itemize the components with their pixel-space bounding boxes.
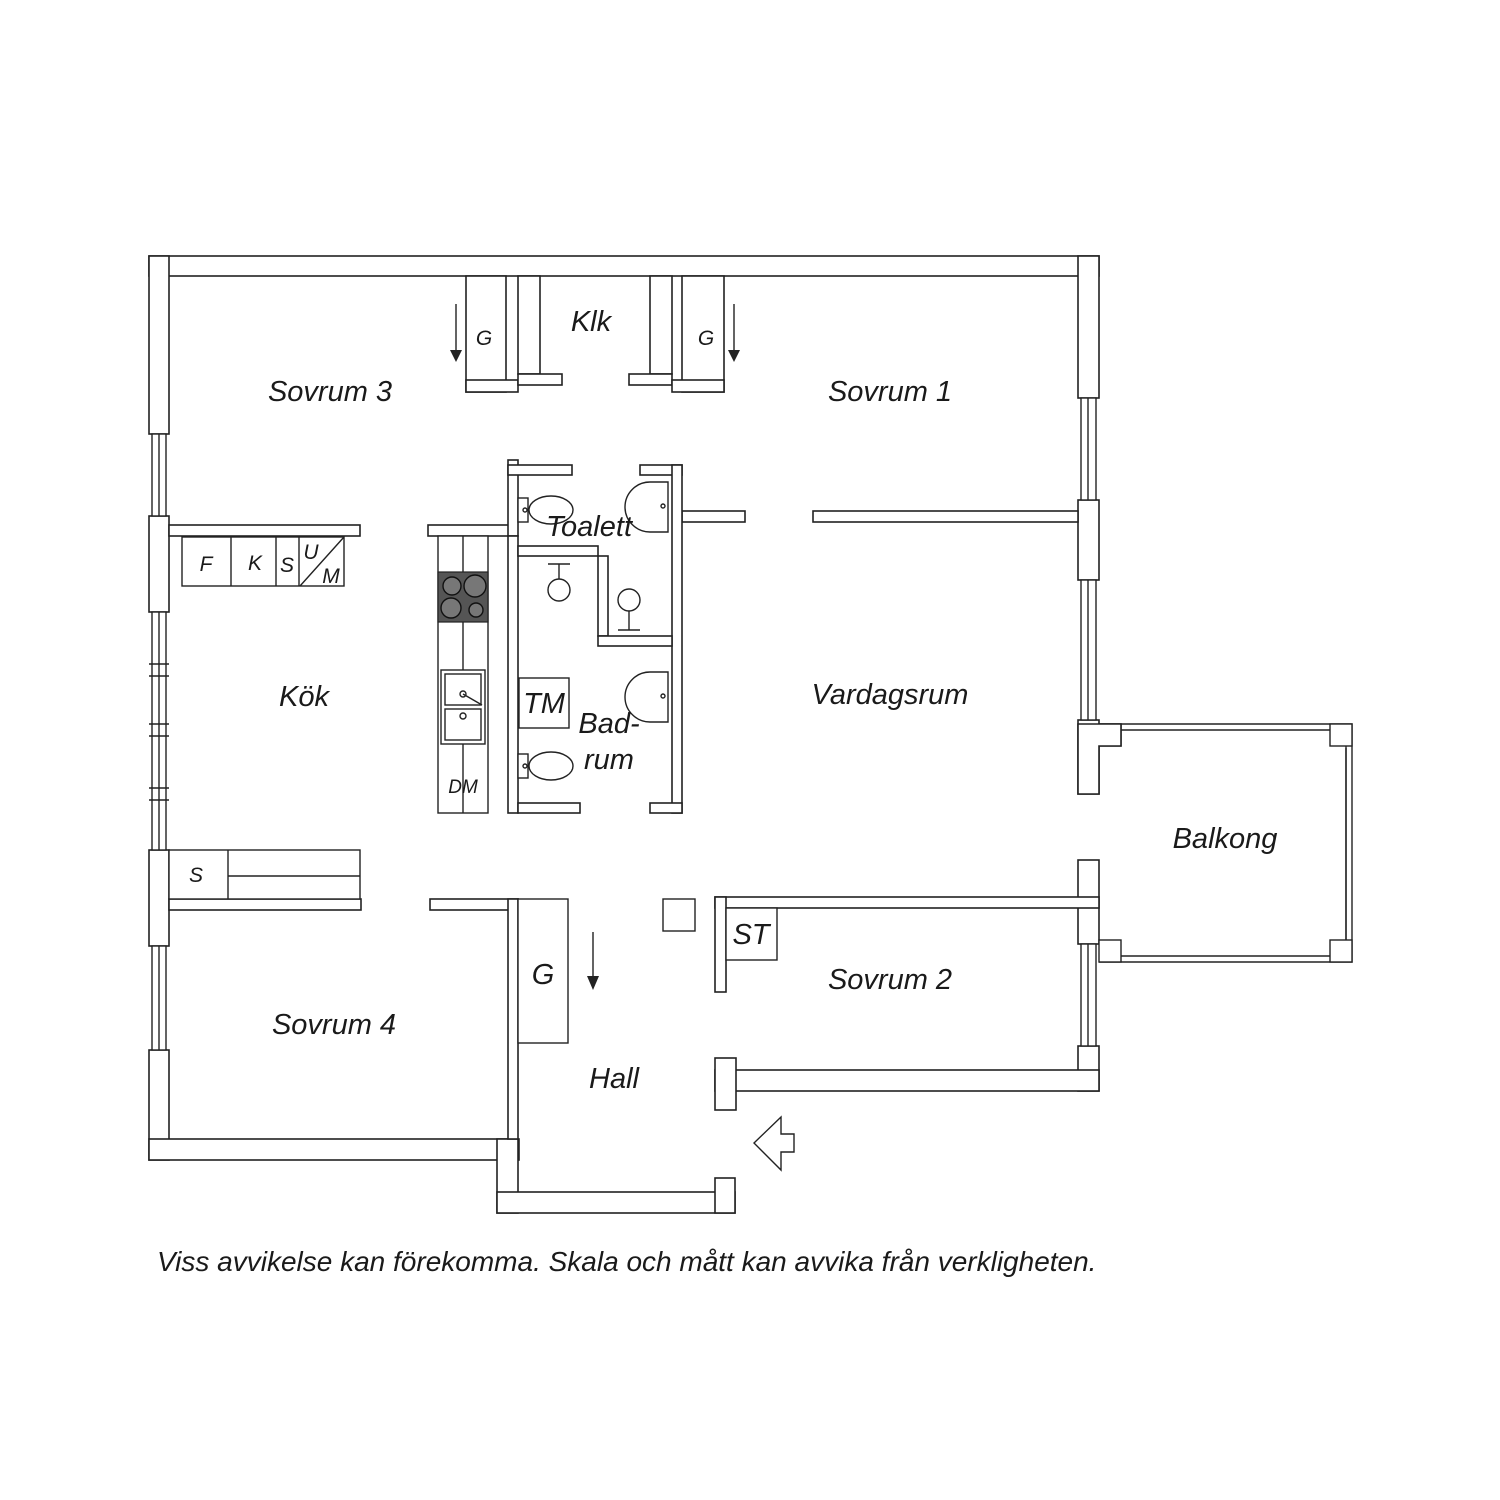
window-sovrum4 — [151, 945, 167, 1051]
microwave-label: M — [322, 565, 340, 588]
wardrobe-label: G — [698, 327, 714, 350]
hob-burner — [468, 602, 484, 618]
dishwasher-label: DM — [448, 777, 478, 798]
fridge-label: F — [200, 553, 214, 576]
hob-burner — [440, 597, 462, 619]
cabinet-label: S — [280, 554, 294, 577]
window-sovrum3 — [151, 433, 167, 517]
wardrobe-hall: G — [517, 898, 599, 1044]
room-badrum-line1: Bad- — [578, 708, 639, 740]
kitchen-appliances: F K S U M — [181, 536, 345, 588]
wardrobe-label: G — [532, 959, 555, 991]
room-sovrum3: Sovrum 3 — [268, 376, 392, 408]
window-sovrum2 — [1080, 943, 1097, 1047]
room-vardagsrum: Vardagsrum — [812, 679, 969, 711]
toilet-wc — [517, 495, 574, 525]
washing-machine-label: TM — [523, 688, 566, 720]
hob-burner — [442, 576, 462, 596]
interior-walls — [168, 275, 1100, 1140]
toilet-washbasin — [624, 481, 669, 533]
wardrobe-label: G — [476, 327, 492, 350]
kitchen-sink — [440, 669, 486, 745]
balcony — [1077, 723, 1353, 963]
room-balkong: Balkong — [1173, 823, 1278, 855]
windows — [149, 397, 1097, 1051]
outer-walls — [148, 255, 1100, 1214]
wardrobe-sovrum1: G — [698, 304, 740, 362]
freezer-label: K — [248, 552, 263, 575]
kitchen-lower-counter: S — [168, 849, 361, 900]
room-kok: Kök — [279, 681, 330, 713]
storage-label: ST — [732, 919, 771, 951]
wardrobe-sovrum3: G — [450, 304, 492, 362]
room-badrum-line2: rum — [584, 744, 634, 776]
bathroom-fixtures: TM — [517, 563, 669, 781]
room-sovrum1: Sovrum 1 — [828, 376, 952, 408]
entrance-arrow-icon — [753, 1115, 795, 1172]
storage-st: ST — [725, 907, 778, 961]
room-sovrum2: Sovrum 2 — [828, 964, 952, 996]
room-sovrum4: Sovrum 4 — [272, 1009, 396, 1041]
bathroom-wc — [517, 751, 574, 781]
window-vardagsrum — [1080, 579, 1097, 721]
room-hall: Hall — [589, 1063, 641, 1095]
bathroom-washbasin — [624, 671, 669, 723]
disclaimer-text: Viss avvikelse kan förekomma. Skala och … — [157, 1246, 1097, 1277]
room-toalett: Toalett — [546, 511, 634, 543]
shower-1 — [547, 563, 571, 602]
lower-cabinet-label: S — [189, 864, 203, 887]
hob-burner — [463, 574, 487, 598]
room-labels: Sovrum 3 Klk Sovrum 1 Toalett Kök Bad- r… — [268, 306, 1277, 1095]
kitchen-island: DM — [437, 535, 489, 814]
room-klk: Klk — [571, 306, 613, 338]
window-sovrum1 — [1080, 397, 1097, 501]
oven-label: U — [303, 541, 319, 564]
window-kok — [149, 611, 169, 851]
toilet-fixtures — [517, 481, 669, 533]
washing-machine: TM — [518, 677, 570, 729]
shower-2 — [617, 588, 641, 631]
